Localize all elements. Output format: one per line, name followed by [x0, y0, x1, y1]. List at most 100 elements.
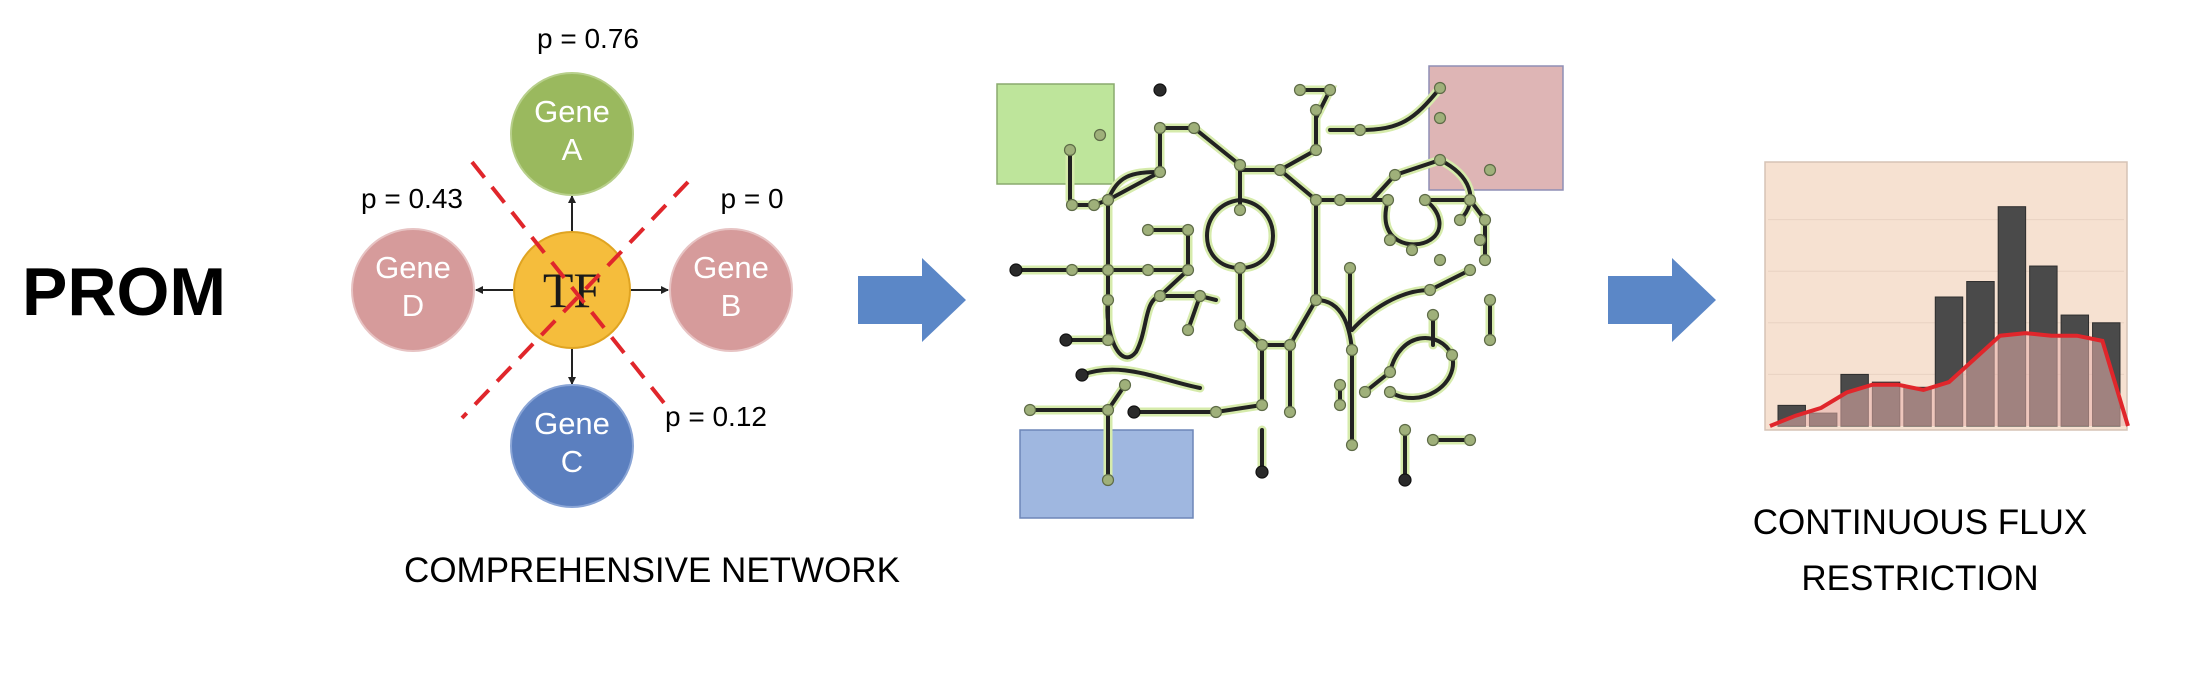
- network-node: [1101, 193, 1115, 207]
- network-node: [1478, 213, 1492, 227]
- network-node: [1345, 438, 1359, 452]
- network-node: [1255, 338, 1269, 352]
- network-node: [1233, 261, 1247, 275]
- network-edge: [1438, 158, 1473, 222]
- network-node: [1141, 263, 1155, 277]
- prob-gene-b: p = 0: [720, 183, 783, 214]
- network-node: [1478, 253, 1492, 267]
- metabolic-network: [996, 65, 1564, 519]
- flux-histogram: [1764, 161, 2130, 431]
- network-node: [1233, 318, 1247, 332]
- gene-d-label-line2: D: [402, 288, 424, 323]
- network-endpoint-node: [1127, 405, 1141, 419]
- flux-caption-line2: RESTRICTION: [1801, 559, 2038, 598]
- prob-gene-c: p = 0.12: [665, 401, 767, 432]
- prob-gene-a: p = 0.76: [537, 23, 639, 54]
- network-edge: [1205, 198, 1242, 270]
- network-node: [1141, 223, 1155, 237]
- network-node: [1463, 263, 1477, 277]
- network-node: [1358, 385, 1372, 399]
- network-edge: [1146, 228, 1190, 272]
- network-endpoint-node: [1009, 263, 1023, 277]
- network-node: [1153, 121, 1167, 135]
- network-node: [1345, 343, 1359, 357]
- gene-b-circle: [669, 228, 793, 352]
- cut-line-diagonal-1: [470, 160, 670, 410]
- network-edge: [1314, 158, 1442, 202]
- network-node: [1273, 163, 1287, 177]
- network-node: [1483, 163, 1497, 177]
- network-endpoint-node: [1398, 473, 1412, 487]
- network-node: [1293, 83, 1307, 97]
- network-node: [1453, 213, 1467, 227]
- network-node: [1233, 203, 1247, 217]
- network-edge-glow: [1385, 333, 1458, 403]
- network-node: [1418, 193, 1432, 207]
- network-node: [1423, 283, 1437, 297]
- prom-title: PROM: [22, 254, 226, 330]
- network-node: [1483, 293, 1497, 307]
- network-node: [1063, 143, 1077, 157]
- network-node: [1353, 123, 1367, 137]
- comprehensive-network-caption: COMPREHENSIVE NETWORK: [404, 551, 900, 590]
- gene-a-circle: [510, 72, 634, 196]
- network-node: [1193, 289, 1207, 303]
- network-box-red: [1428, 65, 1564, 191]
- gene-a-label-line1: Gene: [534, 94, 610, 129]
- network-edge: [1288, 298, 1318, 347]
- network-node: [1087, 198, 1101, 212]
- network-edge: [1238, 198, 1275, 270]
- flux-curve-fill: [1770, 333, 2128, 426]
- network-node: [1473, 233, 1487, 247]
- network-node: [1426, 433, 1440, 447]
- network-node: [1209, 405, 1223, 419]
- network-edge: [1105, 294, 1162, 360]
- cut-line-diagonal-2: [460, 180, 690, 420]
- network-node: [1433, 111, 1447, 125]
- gene-c-label-line1: Gene: [534, 406, 610, 441]
- gene-c-circle: [510, 384, 634, 508]
- flux-restriction-curve: [1769, 331, 2130, 428]
- network-node: [1433, 253, 1447, 267]
- network-node: [1333, 378, 1347, 392]
- network-node: [1343, 261, 1357, 275]
- network-endpoint-node: [1059, 333, 1073, 347]
- gene-d-label-line1: Gene: [375, 250, 451, 285]
- network-edge-glow: [1143, 225, 1193, 275]
- network-node: [1398, 423, 1412, 437]
- network-node: [1101, 263, 1115, 277]
- cut-lines: [460, 160, 690, 420]
- network-edge: [1350, 268, 1472, 332]
- network-edge: [1158, 268, 1190, 298]
- network-node: [1433, 153, 1447, 167]
- network-node: [1101, 473, 1115, 487]
- gene-c-label-line2: C: [561, 444, 583, 479]
- network-edge: [1214, 403, 1264, 414]
- network-endpoint-node: [1075, 368, 1089, 382]
- network-node: [1383, 365, 1397, 379]
- network-node: [1255, 398, 1269, 412]
- network-node: [1181, 263, 1195, 277]
- network-node: [1333, 193, 1347, 207]
- network-edge: [1383, 198, 1442, 247]
- network-node: [1433, 81, 1447, 95]
- network-node: [1153, 289, 1167, 303]
- prob-gene-d: p = 0.43: [361, 183, 463, 214]
- network-node: [1118, 378, 1132, 392]
- network-node: [1283, 405, 1297, 419]
- network-node: [1283, 338, 1297, 352]
- network-edge: [1080, 367, 1202, 390]
- network-node: [1333, 398, 1347, 412]
- network-node: [1309, 143, 1323, 157]
- network-edge: [1106, 170, 1162, 202]
- network-node: [1093, 128, 1107, 142]
- network-edge: [1278, 168, 1318, 202]
- network-node: [1445, 348, 1459, 362]
- gene-a-label-line2: A: [562, 132, 583, 167]
- flow-arrow-1: [858, 258, 966, 342]
- network-node: [1101, 333, 1115, 347]
- network-node: [1233, 158, 1247, 172]
- gene-d-circle: [351, 228, 475, 352]
- network-node: [1323, 83, 1337, 97]
- network-node: [1153, 165, 1167, 179]
